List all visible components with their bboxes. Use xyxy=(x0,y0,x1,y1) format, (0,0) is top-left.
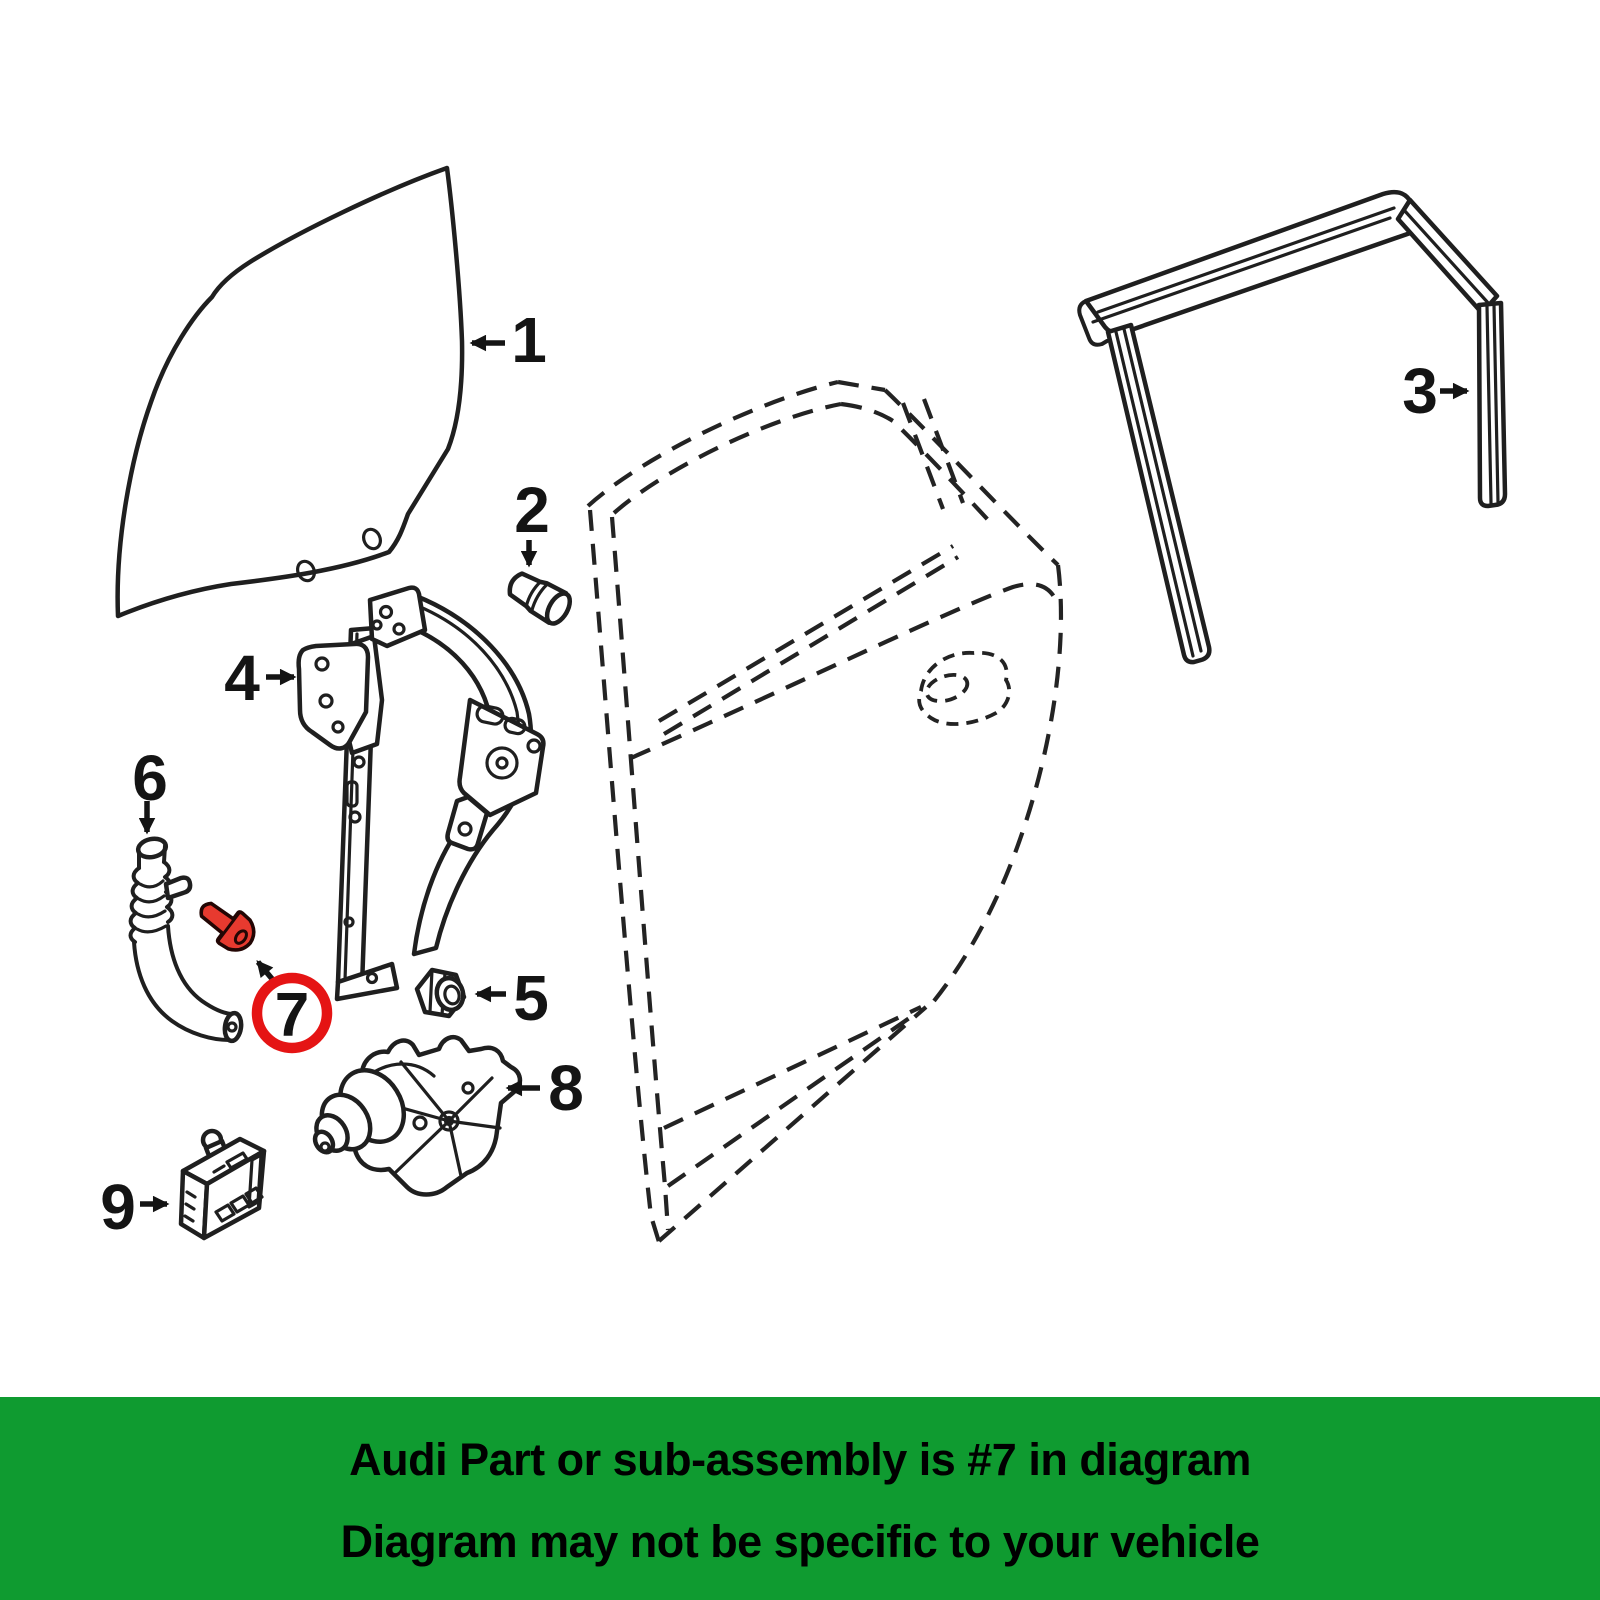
door-handle-outline xyxy=(917,650,1011,726)
footer-line-1: Audi Part or sub-assembly is #7 in diagr… xyxy=(349,1434,1251,1485)
regulator-mount-bracket xyxy=(296,641,371,751)
footer-line-2: Diagram may not be specific to your vehi… xyxy=(340,1516,1260,1567)
callout-3-label: 3 xyxy=(1402,355,1438,427)
glass-hole xyxy=(362,527,382,551)
glass-hole xyxy=(296,559,316,583)
part-nut xyxy=(414,967,467,1019)
callout-7-label: 7 xyxy=(275,981,309,1050)
part-control-module xyxy=(178,1128,267,1241)
callout-9-label: 9 xyxy=(100,1171,136,1243)
part-spacer-bushing xyxy=(507,571,573,626)
callout-8-label: 8 xyxy=(548,1052,584,1124)
footer-banner: Audi Part or sub-assembly is #7 in diagr… xyxy=(0,1397,1600,1600)
callout-7-highlight-circle xyxy=(251,972,333,1054)
part-door-glass xyxy=(115,165,465,619)
callout-5-label: 5 xyxy=(513,962,549,1034)
part-screw-highlighted xyxy=(199,901,256,952)
part-glass-run-channel xyxy=(1077,189,1508,665)
callout-1-label: 1 xyxy=(511,304,547,376)
callouts: 1 2 3 4 5 6 7 8 9 xyxy=(100,304,1470,1243)
part-window-motor xyxy=(312,1035,523,1197)
part-cable-conduit xyxy=(128,836,244,1044)
callout-4-label: 4 xyxy=(224,642,260,714)
part-window-regulator xyxy=(296,585,546,1002)
door-shell-outline xyxy=(586,379,1064,1243)
callout-6-label: 6 xyxy=(132,742,168,814)
callout-2-label: 2 xyxy=(514,474,550,546)
